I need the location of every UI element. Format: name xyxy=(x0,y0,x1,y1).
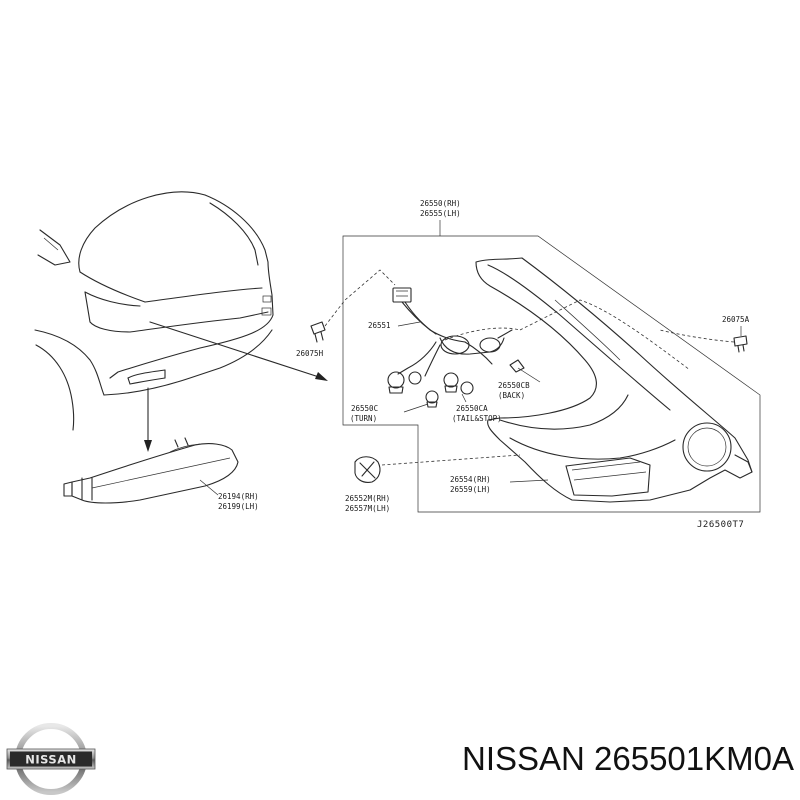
lens-leader xyxy=(509,479,549,483)
nissan-logo: NISSAN xyxy=(6,723,96,795)
socket-lh-label: 26557M(LH) xyxy=(345,504,390,513)
socket xyxy=(354,454,521,483)
assembly-box xyxy=(342,220,761,513)
wiring-harness xyxy=(392,287,513,377)
clip-left xyxy=(310,269,396,343)
part-number-title: NISSAN 265501KM0A xyxy=(461,740,794,777)
harness-leader xyxy=(397,321,421,327)
bulb-turn xyxy=(387,371,439,413)
bulb-tail-stop xyxy=(443,372,474,403)
lens-rh-label: 26554(RH) xyxy=(450,475,491,484)
clip-right-label: 26075A xyxy=(722,315,750,324)
side-reflector xyxy=(63,437,239,504)
bulb-back-code: 26550CB xyxy=(498,381,530,390)
clip-right xyxy=(659,326,748,353)
reflector-lh-label: 26199(LH) xyxy=(218,502,259,511)
harness-label: 26551 xyxy=(368,321,391,330)
assembly-rh-label: 26550(RH) xyxy=(420,199,461,208)
bulb-back xyxy=(509,359,541,383)
logo-text: NISSAN xyxy=(25,753,76,767)
assembly-lh-label: 26555(LH) xyxy=(420,209,461,218)
bulb-tail-name: (TAIL&STOP) xyxy=(452,414,502,423)
bulb-turn-code: 26550C xyxy=(351,404,378,413)
internal-outline xyxy=(444,299,691,371)
socket-rh-label: 26552M(RH) xyxy=(345,494,390,503)
vehicle-rear-body xyxy=(34,191,274,431)
bulb-tail-code: 26550CA xyxy=(456,404,488,413)
tail-lamp-housing xyxy=(475,257,753,503)
clip-left-label: 26075H xyxy=(296,349,324,358)
drawing-code: J26500T7 xyxy=(697,520,744,530)
lens-lh-label: 26559(LH) xyxy=(450,485,491,494)
callout-arrows xyxy=(144,321,328,452)
bulb-back-name: (BACK) xyxy=(498,391,525,400)
reflector-rh-label: 26194(RH) xyxy=(218,492,259,501)
bulb-turn-name: (TURN) xyxy=(350,414,377,423)
